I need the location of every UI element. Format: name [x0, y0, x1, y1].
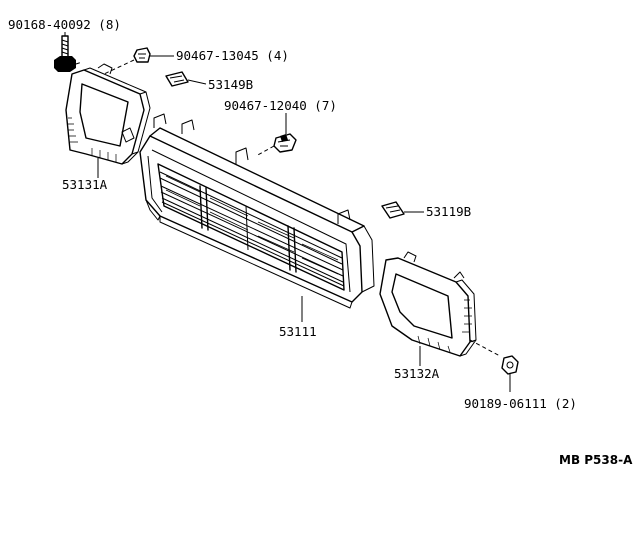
grille-53111[interactable] — [139, 113, 375, 309]
label-frame-left: 53131A — [62, 177, 108, 192]
label-clip-center: 90467-12040 (7) — [224, 98, 337, 113]
label-clip-top: 90467-13045 (4) — [176, 48, 289, 63]
figure-code: MB P538-A — [559, 453, 633, 467]
frame-53132a[interactable] — [379, 251, 477, 357]
label-bracket-53119b: 53119B — [426, 204, 471, 219]
label-bolt-top-left: 90168-40092 (8) — [8, 17, 121, 32]
bracket-53149b[interactable] — [165, 71, 189, 87]
label-grille: 53111 — [279, 324, 317, 339]
clip-90467-12040[interactable] — [273, 133, 297, 153]
bolt-90168-40092[interactable] — [54, 35, 76, 72]
label-nut-bottom-right: 90189-06111 (2) — [464, 396, 577, 411]
clip-90467-13045[interactable] — [133, 47, 151, 63]
label-bracket-53149b: 53149B — [208, 77, 253, 92]
bracket-53119b[interactable] — [381, 201, 405, 219]
nut-90189-06111[interactable] — [501, 355, 519, 375]
label-frame-right: 53132A — [394, 366, 440, 381]
frame-53131a[interactable] — [65, 63, 151, 165]
